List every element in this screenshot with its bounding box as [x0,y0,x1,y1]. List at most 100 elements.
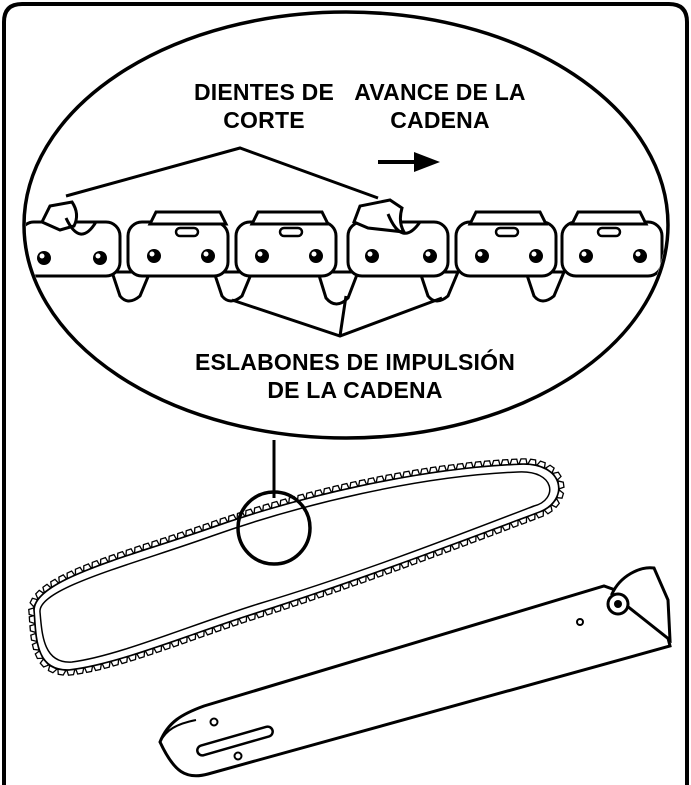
chain-tooth [57,668,67,676]
label-cutting-teeth-line1: DIENTES DE [194,79,334,105]
chain-tooth [349,578,359,587]
label-chain-advance-line1: AVANCE DE LA [354,79,526,105]
chain-tooth [526,458,537,466]
chain-tooth [509,458,519,466]
chain-tooth [322,486,333,496]
chain-tooth [219,516,229,526]
rivet [37,251,51,265]
chain-tooth [176,531,186,540]
magnified-chain-segment [26,198,664,306]
chain-tooth [492,525,502,535]
chain-tooth [393,472,403,480]
chain-tooth [296,493,307,502]
chain-tooth [391,563,401,572]
chain-tooth [212,623,222,633]
chain-tooth [185,528,195,538]
chain-tooth [297,595,308,605]
chain-tooth [210,519,221,529]
chain-tooth [74,566,84,576]
chain-tooth [289,598,299,608]
chain-tooth [315,589,325,599]
chain-tooth [534,509,545,519]
chain-tooth [29,597,39,608]
chain-tooth [550,497,561,509]
chain-tooth [263,607,274,616]
chain-tooth [416,553,426,563]
rivet [365,249,379,263]
chain-tooth [28,607,36,617]
chain-tooth [92,663,103,672]
chain-tooth [459,538,469,548]
chain-tooth [125,548,135,557]
drive-link-tang [315,270,361,306]
chain-tooth [450,541,460,551]
guide-bar-slot [196,725,274,757]
chain-tooth [195,629,205,639]
chain-tooth [365,572,376,582]
rivet [475,249,489,263]
chain-tooth [133,545,144,554]
chain-tooth [340,581,350,590]
chain-tooth [482,460,492,468]
label-drive-links-line2: DE LA CADENA [267,377,442,403]
chain-tooth [455,462,466,471]
chain-tooth [543,504,553,515]
chain-tooth [159,536,169,546]
chain-tooth [34,589,45,600]
chain-tooth [518,516,528,526]
chain-tooth [50,578,60,589]
chain-tooth [475,531,486,541]
guide-bar-body [158,584,672,778]
chain-tooth [116,550,127,560]
chain-tooth [272,604,282,613]
chain-tooth [306,592,316,602]
chain-tooth [433,547,443,557]
chain-tooth [509,519,519,529]
label-chain-advance-line2: CADENA [390,107,490,133]
chain-tooth [28,614,36,625]
chain-tooth [557,480,565,490]
chain-tooth [314,489,324,498]
chain-tooth [262,503,272,512]
chain-tooth [203,626,214,636]
guide-bar-sprocket-nose [610,566,672,644]
tooth-gullet [386,213,422,235]
chain-tooth [402,470,412,479]
chain-tooth [99,556,110,566]
chain-tooth [170,638,180,648]
chain-tooth [428,466,439,474]
cutting-tooth [147,210,229,226]
chain-tooth [518,458,528,465]
chain-tooth [279,498,289,507]
chain-tooth [408,556,418,566]
chain-tooth [47,664,59,674]
chain-tooth [135,650,146,660]
rivet [633,249,647,263]
magnifier-circle-icon [236,490,312,566]
chain-tooth [31,641,40,651]
chain-tooth [491,459,501,467]
side-link [26,220,122,278]
chain-tooth [526,512,536,522]
chain-tooth [419,467,430,476]
chain-tooth [467,535,477,544]
chain-tooth [374,569,384,578]
rivet [201,249,215,263]
chain-tooth [127,653,137,662]
chain-tooth [442,544,452,554]
chain-tooth [331,484,342,493]
chain-tooth [66,570,76,580]
cutting-tooth [569,210,649,226]
rivet [93,251,107,265]
chain-tooth [168,534,178,543]
drive-link-tang [523,270,567,303]
chain-tooth [29,623,37,634]
chain-tooth [410,469,421,477]
chain-tooth [253,505,263,515]
label-cutting-teeth-line2: CORTE [223,107,305,133]
chain-tooth [110,658,120,667]
chain-tooth [238,615,248,624]
chain-tooth [244,508,255,517]
chain-tooth [161,641,171,651]
